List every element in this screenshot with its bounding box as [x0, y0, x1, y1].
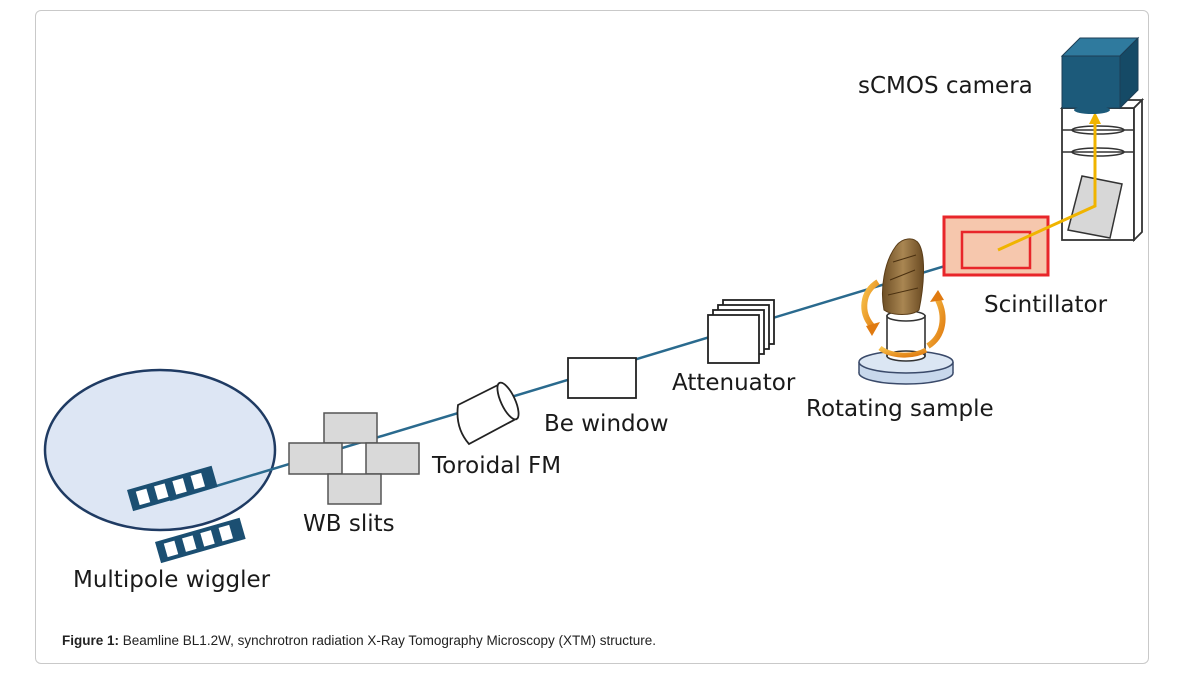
- wiggler-magnet-upper: [127, 465, 218, 512]
- label-toroidal-fm: Toroidal FM: [431, 453, 561, 479]
- label-rotating-sample: Rotating sample: [806, 396, 994, 422]
- caption-label: Figure 1:: [62, 633, 120, 648]
- toroidal-mirror: [456, 381, 520, 446]
- wiggler-magnet-lower: [155, 517, 246, 564]
- be-window: [567, 357, 637, 399]
- storage-ring: [43, 368, 277, 532]
- label-camera: sCMOS camera: [858, 73, 1033, 99]
- scmos-camera: [1060, 36, 1140, 114]
- label-attenuator: Attenuator: [672, 370, 796, 396]
- label-wiggler: Multipole wiggler: [73, 567, 271, 593]
- attenuator: [707, 299, 775, 364]
- label-scintillator: Scintillator: [984, 292, 1108, 318]
- figure-frame: [35, 10, 1149, 664]
- rotating-sample: [858, 238, 954, 385]
- label-wb-slits: WB slits: [303, 511, 395, 537]
- scintillator: [942, 215, 1050, 277]
- optics-housing: [997, 97, 1145, 252]
- caption-text: Beamline BL1.2W, synchrotron radiation X…: [119, 633, 656, 648]
- label-be-window: Be window: [544, 411, 669, 437]
- figure-caption: Figure 1: Beamline BL1.2W, synchrotron r…: [62, 633, 656, 648]
- wb-slits: [288, 412, 420, 505]
